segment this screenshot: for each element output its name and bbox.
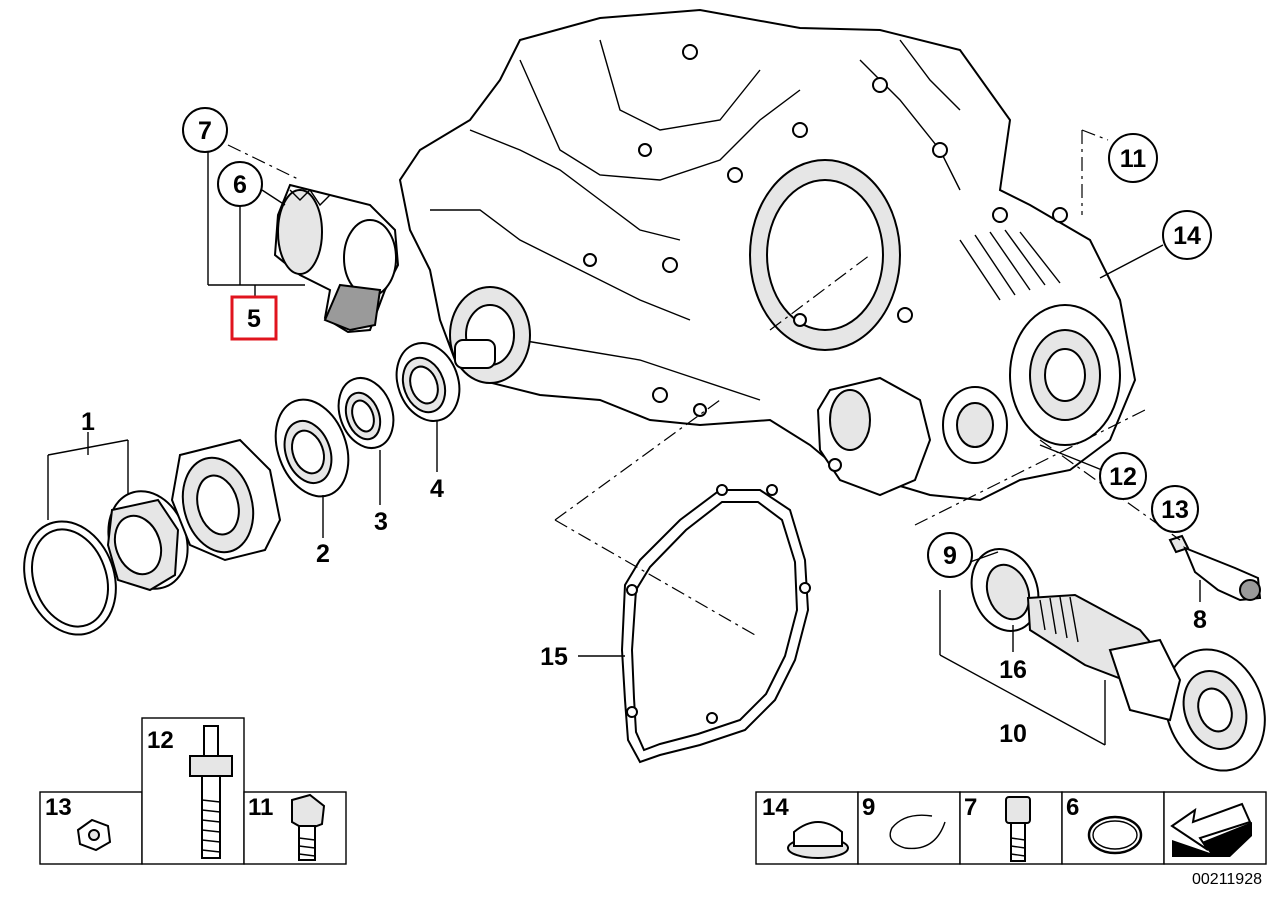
plug-14[interactable]: [787, 821, 849, 859]
svg-text:6: 6: [233, 171, 247, 199]
part-1-seal-and-nut[interactable]: [9, 480, 201, 648]
label-10[interactable]: 10: [999, 720, 1027, 748]
svg-text:7: 7: [198, 117, 212, 145]
label-16[interactable]: 16: [999, 656, 1027, 684]
legend-left: [39, 717, 347, 865]
arrow-down-left-icon[interactable]: [1170, 802, 1252, 857]
svg-text:11: 11: [1120, 145, 1147, 173]
label-1[interactable]: 1: [81, 408, 95, 436]
circlip-9[interactable]: [889, 814, 946, 850]
svg-text:14: 14: [1173, 222, 1201, 250]
label-8[interactable]: 8: [1193, 606, 1207, 634]
callout-7[interactable]: 7: [182, 107, 228, 153]
callout-5-highlighted[interactable]: 5: [230, 295, 278, 341]
legend-left-12[interactable]: 12: [147, 727, 174, 754]
callout-6[interactable]: 6: [217, 161, 263, 207]
part-2-seal[interactable]: [263, 389, 361, 506]
part-15-gasket[interactable]: [620, 484, 811, 764]
stud-12[interactable]: [189, 725, 233, 859]
screw-7[interactable]: [1005, 796, 1031, 862]
svg-text:13: 13: [1161, 496, 1189, 524]
actuator-motor[interactable]: [273, 183, 400, 334]
part-8-sensor[interactable]: [1168, 534, 1262, 602]
legend-right-6[interactable]: 6: [1066, 794, 1079, 821]
part-4-seal[interactable]: [386, 334, 470, 430]
legend-right-14[interactable]: 14: [762, 794, 789, 821]
diagram-id: 00211928: [1192, 871, 1262, 888]
legend-right-9[interactable]: 9: [862, 794, 875, 821]
callout-9[interactable]: 9: [927, 532, 973, 578]
svg-text:5: 5: [247, 305, 261, 333]
legend-left-11[interactable]: 11: [248, 794, 273, 821]
label-4[interactable]: 4: [430, 475, 444, 503]
callout-14[interactable]: 14: [1162, 210, 1212, 260]
callout-13[interactable]: 13: [1151, 485, 1199, 533]
svg-text:12: 12: [1109, 463, 1137, 491]
callout-11[interactable]: 11: [1108, 133, 1158, 183]
part-10-output-shaft[interactable]: [1026, 593, 1281, 785]
differential-housing[interactable]: [398, 8, 1137, 502]
part-3-seal[interactable]: [329, 370, 402, 455]
part-16-seal[interactable]: [961, 540, 1050, 641]
nut-13[interactable]: [76, 818, 112, 852]
callout-12[interactable]: 12: [1099, 452, 1147, 500]
bolt-11[interactable]: [291, 793, 326, 861]
bearing[interactable]: [170, 438, 282, 562]
o-ring-6[interactable]: [1087, 815, 1143, 855]
label-15[interactable]: 15: [540, 643, 568, 671]
svg-text:9: 9: [943, 542, 957, 570]
label-2[interactable]: 2: [316, 540, 330, 568]
legend-right-7[interactable]: 7: [964, 794, 977, 821]
label-3[interactable]: 3: [374, 508, 388, 536]
legend-left-13[interactable]: 13: [45, 794, 72, 821]
